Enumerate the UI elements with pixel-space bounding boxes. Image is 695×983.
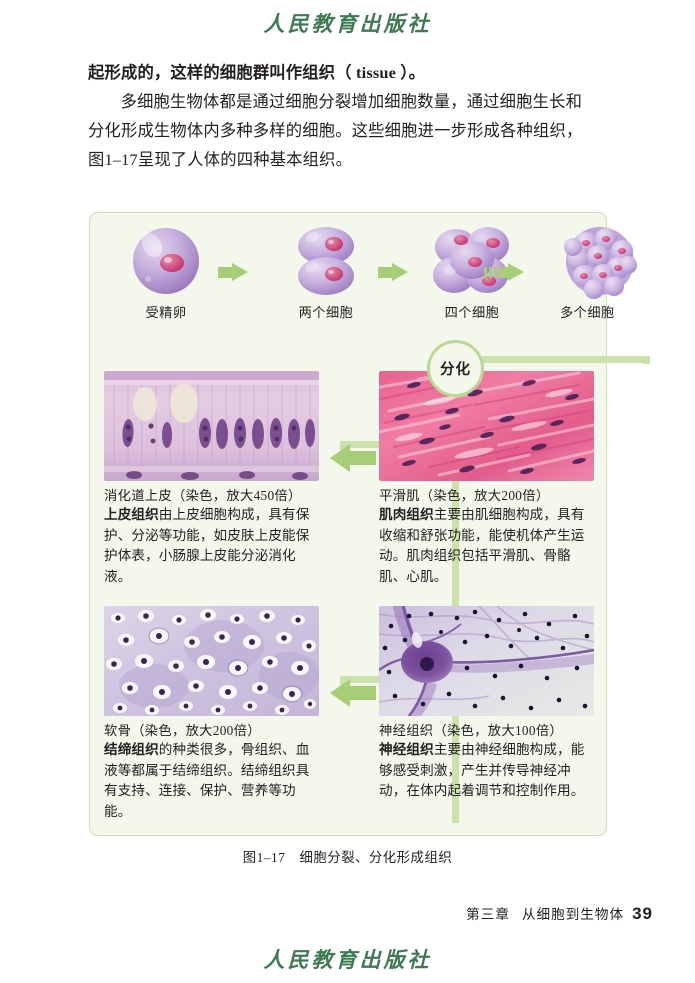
chapter-title: 从细胞到生物体	[521, 907, 625, 922]
caption-bold-term: 肌肉组织	[379, 507, 434, 522]
arrow-left-icon-connective	[330, 679, 376, 707]
figure-caption: 图1–17 细胞分裂、分化形成组织	[0, 846, 695, 866]
chapter-number: 第三章	[466, 907, 510, 922]
paragraph-lead: 起形成的，这样的细胞群叫作组织（ tissue ）。	[88, 63, 426, 82]
caption-body: 上皮组织由上皮细胞构成，具有保护、分泌等功能，如皮肤上皮能保护体表，小肠腺上皮能…	[104, 505, 319, 587]
caption-bold-term: 神经组织	[379, 742, 434, 757]
arrow-right-icon-2	[378, 263, 408, 281]
stage-four-cells: 四个细胞	[420, 223, 524, 321]
caption-body: 结缔组织的种类很多，骨组织、血液等都属于结缔组织。结缔组织具有支持、连接、保护、…	[104, 740, 319, 822]
connector-top-horizontal	[482, 356, 650, 363]
arrow-right-icon-3	[484, 263, 528, 281]
stage-label: 两个细胞	[298, 305, 354, 320]
figure-caption-text: 细胞分裂、分化形成组织	[299, 850, 453, 865]
arrow-right-icon-1	[218, 263, 248, 281]
press-logo-bottom: 人民教育出版社	[0, 944, 695, 974]
connector-top-right-vertical	[643, 356, 650, 364]
paragraph-main: 多细胞生物体都是通过细胞分裂增加细胞数量，通过细胞生长和分化形成生物体内多种多样…	[88, 92, 583, 169]
tissue-cell-connective: 软骨（染色，放大200倍） 结缔组织的种类很多，骨组织、血液等都属于结缔组织。结…	[104, 606, 319, 822]
figure-panel: 受精卵	[89, 212, 650, 836]
figure-number: 图1–17	[242, 850, 286, 865]
stage-label: 受精卵	[145, 305, 187, 320]
differentiation-label: 分化	[440, 362, 471, 378]
caption-rest: 主要由肌细胞构成，具有收缩和舒张功能，能使机体产生运动。肌肉组织包括平滑肌、骨骼…	[379, 507, 585, 584]
cartilage-micrograph	[104, 606, 319, 716]
press-logo-top-text: 人民教育出版社	[263, 12, 432, 36]
caption-body: 肌肉组织主要由肌细胞构成，具有收缩和舒张功能，能使机体产生运动。肌肉组织包括平滑…	[379, 505, 594, 587]
caption-bold-term: 结缔组织	[104, 742, 159, 757]
arrow-left-icon-epithelial	[330, 444, 376, 472]
cell-division-stage-row: 受精卵	[90, 223, 637, 333]
stage-many-cells: 多个细胞	[560, 223, 637, 321]
caption-body: 神经组织主要由神经细胞构成，能够感受刺激，产生并传导神经冲动，在体内起着调节和控…	[379, 740, 594, 802]
caption-rest: 的种类很多，骨组织、血液等都属于结缔组织。结缔组织具有支持、连接、保护、营养等功…	[104, 742, 310, 819]
many-cells-illustration	[560, 223, 637, 299]
tissue-cell-muscle: 平滑肌（染色，放大200倍） 肌肉组织主要由肌细胞构成，具有收缩和舒张功能，能使…	[379, 371, 594, 587]
press-logo-top: 人民教育出版社	[0, 8, 695, 38]
folio: 第三章从细胞到生物体 39	[466, 903, 653, 924]
stage-label: 多个细胞	[560, 305, 615, 320]
stage-zygote: 受精卵	[114, 223, 218, 321]
caption-title: 消化道上皮（染色，放大450倍）	[104, 488, 302, 503]
stage-label: 四个细胞	[444, 305, 500, 320]
caption-rest: 主要由神经细胞构成，能够感受刺激，产生并传导神经冲动，在体内起着调节和控制作用。	[379, 742, 585, 798]
stage-two-cells: 两个细胞	[274, 223, 378, 321]
zygote-illustration	[114, 223, 218, 299]
tissue-cell-epithelial: 消化道上皮（染色，放大450倍） 上皮组织由上皮细胞构成，具有保护、分泌等功能，…	[104, 371, 319, 587]
caption-title: 平滑肌（染色，放大200倍）	[379, 488, 550, 503]
four-cells-illustration	[420, 223, 524, 299]
caption-title: 神经组织（染色，放大100倍）	[379, 723, 564, 738]
body-copy: 起形成的，这样的细胞群叫作组织（ tissue ）。 多细胞生物体都是通过细胞分…	[88, 58, 588, 174]
caption-bold-term: 上皮组织	[104, 507, 159, 522]
nervous-tissue-micrograph	[379, 606, 594, 716]
differentiation-node: 分化	[427, 340, 484, 397]
digestive-tract-epithelium-micrograph	[104, 371, 319, 481]
caption-title: 软骨（染色，放大200倍）	[104, 723, 261, 738]
two-cells-illustration	[274, 223, 378, 299]
press-logo-bottom-text: 人民教育出版社	[263, 948, 432, 972]
tissue-cell-nervous: 神经组织（染色，放大100倍） 神经组织主要由神经细胞构成，能够感受刺激，产生并…	[379, 606, 594, 802]
caption-rest: 由上皮细胞构成，具有保护、分泌等功能，如皮肤上皮能保护体表，小肠腺上皮能分泌消化…	[104, 507, 310, 584]
page-number: 39	[632, 904, 653, 923]
smooth-muscle-micrograph	[379, 371, 594, 481]
